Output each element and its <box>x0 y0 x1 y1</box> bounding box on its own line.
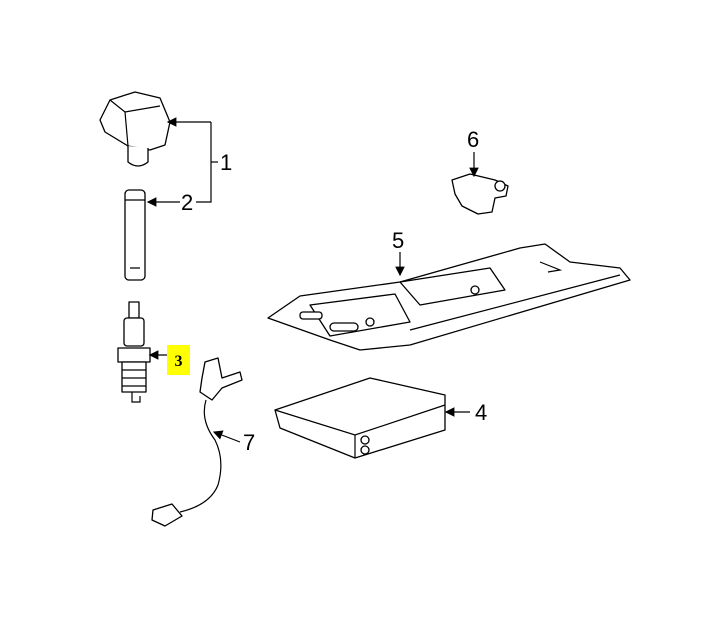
leader-lines <box>146 117 479 443</box>
callout-7[interactable]: 7 <box>243 430 255 455</box>
callout-1[interactable]: 1 <box>220 150 232 175</box>
callout-6[interactable]: 6 <box>467 127 479 152</box>
callout-5[interactable]: 5 <box>392 228 404 253</box>
callout-3[interactable]: 3 <box>175 353 183 370</box>
crankshaft-position-sensor[interactable] <box>151 357 243 527</box>
mounting-bracket[interactable] <box>267 243 631 351</box>
engine-control-module[interactable] <box>274 377 446 459</box>
callout-2[interactable]: 2 <box>181 190 193 215</box>
knock-sensor[interactable] <box>451 173 509 215</box>
callout-4[interactable]: 4 <box>475 400 487 425</box>
callout-3-highlight <box>167 345 190 375</box>
coil-boot[interactable] <box>124 189 146 281</box>
ignition-coil[interactable] <box>99 91 171 167</box>
spark-plug[interactable] <box>117 301 151 403</box>
